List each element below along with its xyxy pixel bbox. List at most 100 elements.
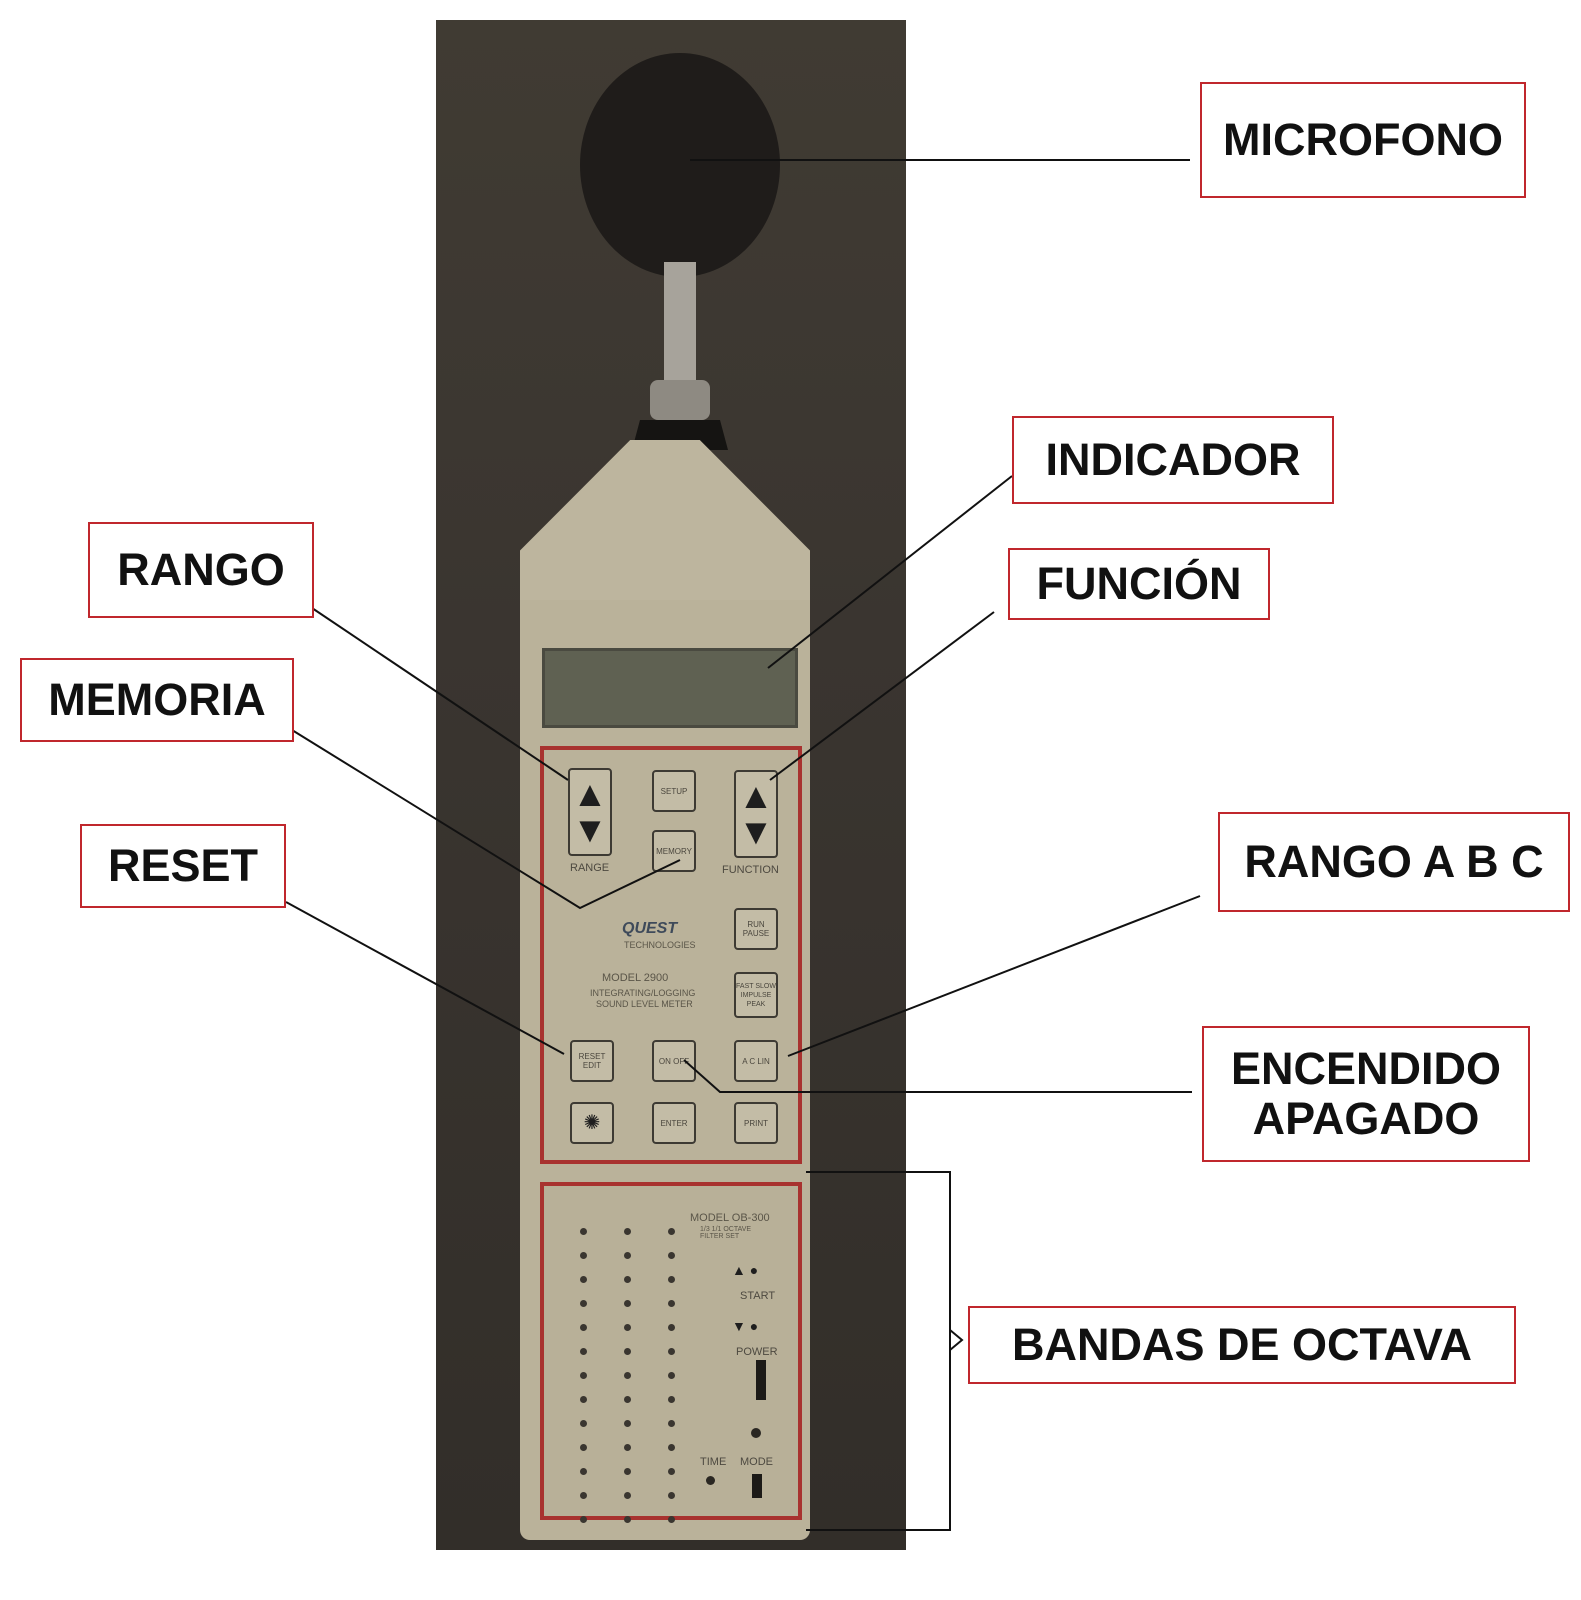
octave-band-dot [624,1444,631,1451]
filter-time-label: TIME [700,1456,727,1468]
microphone-windscreen [580,53,780,277]
octave-band-dot [580,1516,587,1523]
octave-band-dot [668,1468,675,1475]
leader-rango-abc [787,895,1201,1057]
print-key[interactable]: PRINT [734,1102,778,1144]
octave-band-dot [580,1252,587,1259]
octave-band-dot [624,1228,631,1235]
bandas-bracket [806,1171,951,1531]
octave-band-dot [624,1324,631,1331]
filter-mode-switch[interactable] [752,1474,762,1498]
microphone-collar [650,380,710,420]
model-line-1: INTEGRATING/LOGGING [590,988,696,998]
filter-power-label: POWER [736,1346,778,1358]
octave-band-dot [580,1276,587,1283]
octave-band-dot [580,1372,587,1379]
setup-key[interactable]: SETUP [652,770,696,812]
filter-down-icon: ▼ ● [732,1318,759,1334]
octave-band-dot [624,1300,631,1307]
octave-band-dot [624,1420,631,1427]
octave-band-dot [624,1372,631,1379]
memory-key[interactable]: MEMORY [652,830,696,872]
label-indicador: INDICADOR [1012,416,1334,504]
range-key-label: RANGE [570,862,610,874]
octave-band-dot [668,1396,675,1403]
function-down-icon: ▼ [738,811,774,852]
leader-indicador [767,475,1013,669]
octave-band-dot [668,1516,675,1523]
range-down-icon: ▼ [572,809,608,850]
filter-start-label: START [740,1290,776,1302]
lcd-display [542,648,798,728]
octave-band-dot [624,1348,631,1355]
octave-band-dot [580,1324,587,1331]
leader-encendido [683,1059,1192,1093]
octave-band-dot [580,1228,587,1235]
response-key[interactable]: FAST SLOW IMPULSE PEAK [734,972,778,1018]
octave-band-dot [624,1516,631,1523]
label-rango-abc: RANGO A B C [1218,812,1570,912]
backlight-key[interactable]: ✺ [570,1102,614,1144]
filter-subtitle: 1/3 1/1 OCTAVE FILTER SET [700,1226,752,1240]
label-microfono: MICROFONO [1200,82,1526,198]
on-off-key[interactable]: ON OFF [652,1040,696,1082]
octave-band-dot [580,1348,587,1355]
octave-band-dot [668,1324,675,1331]
enter-key[interactable]: ENTER [652,1102,696,1144]
label-bandas: BANDAS DE OCTAVA [968,1306,1516,1384]
leader-reset [285,901,565,1055]
filter-model: MODEL OB-300 [690,1212,770,1224]
octave-band-dot [668,1492,675,1499]
run-pause-key[interactable]: RUN PAUSE [734,908,778,950]
label-apagado-text: APAGADO [1252,1093,1480,1144]
range-up-icon: ▲ [572,773,608,814]
filter-knob[interactable] [751,1428,761,1438]
octave-band-dot [624,1492,631,1499]
octave-band-dot [668,1276,675,1283]
filter-power-switch[interactable] [756,1360,766,1400]
label-reset: RESET [80,824,286,908]
filter-up-icon: ▲ ● [732,1262,759,1278]
octave-band-dot [580,1420,587,1427]
octave-band-dot [580,1396,587,1403]
octave-band-dot [624,1468,631,1475]
octave-band-dot [624,1252,631,1259]
octave-band-dot [668,1372,675,1379]
octave-band-dot [668,1228,675,1235]
octave-band-dot [580,1492,587,1499]
label-encendido-apagado: ENCENDIDO APAGADO [1202,1026,1530,1162]
leader-rango [311,607,569,781]
filter-mode-label: MODE [740,1456,773,1468]
weighting-key[interactable]: A C LIN [734,1040,778,1082]
octave-band-dot [580,1444,587,1451]
octave-band-dot [624,1276,631,1283]
octave-band-dot [580,1300,587,1307]
model-name: MODEL 2900 [602,972,669,984]
octave-band-dot [668,1348,675,1355]
function-up-icon: ▲ [738,775,774,816]
brand-logo: QUEST [622,920,678,937]
octave-band-dot [580,1468,587,1475]
model-line-2: SOUND LEVEL METER [596,999,693,1009]
label-funcion: FUNCIÓN [1008,548,1270,620]
reset-edit-key[interactable]: RESET EDIT [570,1040,614,1082]
label-memoria: MEMORIA [20,658,294,742]
function-key-label: FUNCTION [722,864,779,876]
keypad-panel [540,746,802,1164]
bandas-brace [949,1329,964,1351]
brand-subtitle: TECHNOLOGIES [624,940,696,950]
label-encendido-text: ENCENDIDO [1230,1043,1502,1094]
label-rango: RANGO [88,522,314,618]
filter-time-button[interactable] [706,1476,715,1485]
octave-band-dot [668,1444,675,1451]
range-key[interactable]: ▲ ▼ [568,768,612,856]
octave-band-dot [668,1300,675,1307]
leader-memoria [291,729,681,910]
function-key[interactable]: ▲ ▼ [734,770,778,858]
octave-band-dot [624,1396,631,1403]
octave-band-dot [668,1252,675,1259]
leader-funcion [769,611,995,781]
